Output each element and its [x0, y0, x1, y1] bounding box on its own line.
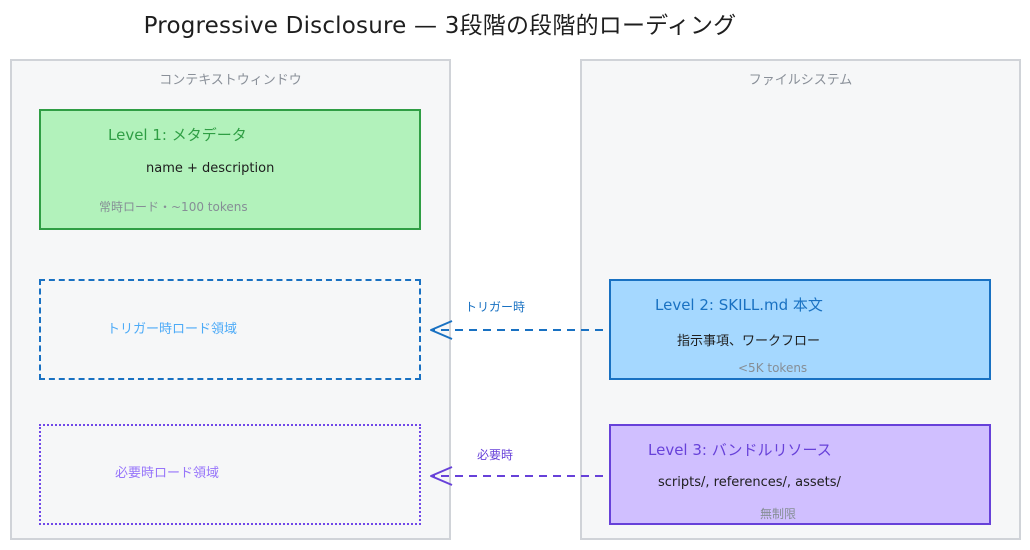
context-window-label: コンテキストウィンドウ — [159, 73, 302, 88]
level3-bundled-resources-box: Level 3: バンドルリソース scripts/, references/,… — [609, 424, 991, 525]
need-arrow-label: 必要時 — [477, 448, 514, 462]
diagram-title: Progressive Disclosure — 3段階の段階的ローディング — [143, 13, 737, 39]
trigger-load-zone: トリガー時ロード領域 — [39, 279, 421, 380]
level3-note: 無制限 — [760, 507, 797, 521]
level1-metadata-box: Level 1: メタデータ name + description 常時ロード・… — [39, 109, 421, 230]
trigger-arrow-label: トリガー時 — [465, 300, 526, 314]
level2-note: <5K tokens — [738, 361, 808, 375]
level3-content: scripts/, references/, assets/ — [658, 475, 841, 490]
level3-heading: Level 3: バンドルリソース — [648, 441, 832, 459]
trigger-arrow — [430, 320, 603, 340]
level1-heading: Level 1: メタデータ — [108, 126, 247, 144]
need-arrow — [430, 466, 603, 486]
file-system-label: ファイルシステム — [748, 73, 853, 88]
level2-content: 指示事項、ワークフロー — [677, 334, 821, 349]
level2-skill-body-box: Level 2: SKILL.md 本文 指示事項、ワークフロー <5K tok… — [609, 279, 991, 380]
on-demand-load-zone: 必要時ロード領域 — [39, 424, 421, 525]
level1-note: 常時ロード・~100 tokens — [99, 200, 248, 214]
need-zone-label: 必要時ロード領域 — [115, 466, 220, 481]
level1-content: name + description — [146, 161, 275, 176]
trigger-zone-label: トリガー時ロード領域 — [107, 322, 238, 337]
level2-heading: Level 2: SKILL.md 本文 — [655, 296, 823, 314]
